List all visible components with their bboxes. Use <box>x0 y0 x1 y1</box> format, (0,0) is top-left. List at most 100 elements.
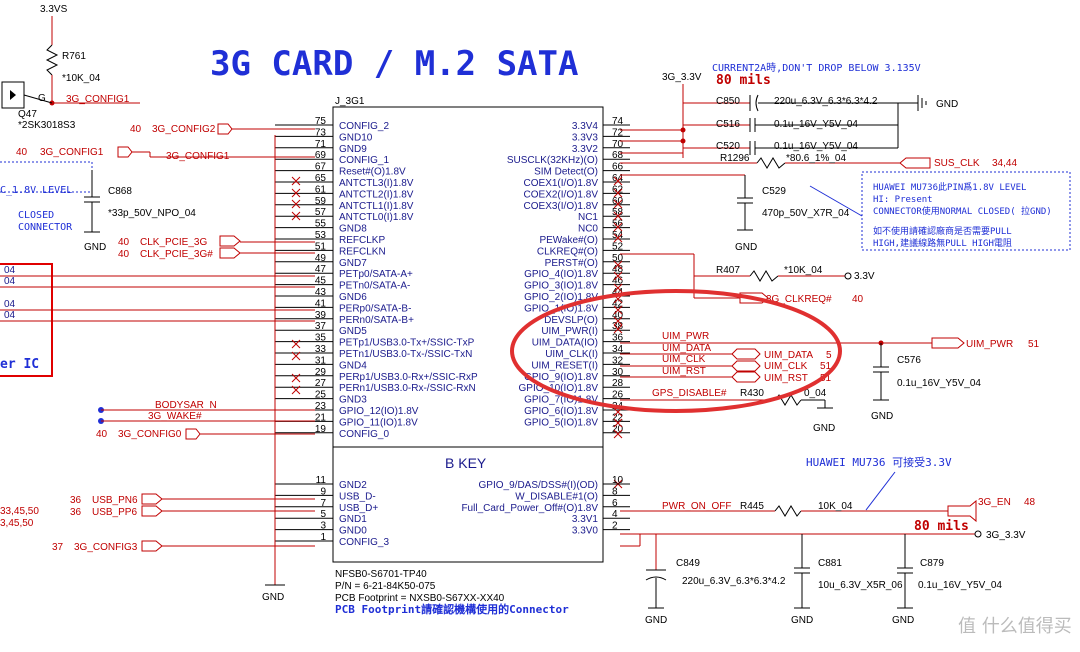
pin-name: GND8 <box>339 224 367 235</box>
footprint-note: PCB Footprint請確認機構使用的Connector <box>335 602 569 616</box>
connector-pn: P/N = 6-21-84K50-075 <box>335 581 436 592</box>
net-3g-clkreq: 3G_CLKREQ# <box>766 294 832 305</box>
gnd-label: GND <box>735 242 757 253</box>
c520-val: 0.1u_16V_Y5V_04 <box>774 141 858 152</box>
no-connect-icon <box>613 199 623 209</box>
pin-name: CONFIG_3 <box>339 537 389 548</box>
net-clk-pcie-3g: CLK_PCIE_3G <box>140 237 207 248</box>
pin-name: SUSCLK(32KHz)(O) <box>507 155 598 166</box>
pin-name: DEVSLP(O) <box>544 315 598 326</box>
net-3g-config3: 3G_CONFIG3 <box>74 542 138 553</box>
pin-name: GPIO_5(IO)1.8V <box>524 417 598 428</box>
c881-ref: C881 <box>818 558 842 569</box>
pin-name: GPIO_3(IO)1.8V <box>524 281 598 292</box>
pin-number: 50 <box>612 253 624 264</box>
huawei-note-line: 如不使用請確認廠商是否需要PULL <box>873 225 1012 237</box>
pin-number: 23 <box>315 401 327 412</box>
pin-number: 5 <box>320 509 326 520</box>
page-ref-clkp: 40 <box>118 237 130 248</box>
c520-ref: C520 <box>716 141 740 152</box>
no-connect-icon <box>291 211 301 221</box>
pin-name: GPIO_12(IO)1.8V <box>339 406 419 417</box>
left-04-a: 04 <box>4 265 16 276</box>
page-ref-config2: 40 <box>130 124 142 135</box>
pin-number: 59 <box>315 196 327 207</box>
pin-number: 73 <box>315 127 327 138</box>
pin-number: 62 <box>612 184 624 195</box>
pin-number: 75 <box>315 116 327 127</box>
no-connect-icon <box>613 429 623 439</box>
net-pwr-on-off: PWR_ON_OFF <box>662 501 731 512</box>
pin-number: 53 <box>315 230 327 241</box>
net-bodysar: BODYSAR_N <box>155 400 217 411</box>
pin-number: 2 <box>612 521 618 532</box>
pin-name: UIM_DATA(IO) <box>532 338 598 349</box>
page-ref-config3: 37 <box>52 542 64 553</box>
pin-number: 47 <box>315 264 327 275</box>
no-connect-icon <box>291 385 301 395</box>
no-connect-icon <box>291 188 301 198</box>
pin-number: 29 <box>315 367 327 378</box>
junction-dot <box>680 127 686 133</box>
pin-name: GND9 <box>339 144 367 155</box>
page-ref-left-b: 3,45,50 <box>0 518 34 529</box>
pin-number: 8 <box>612 486 618 497</box>
offpage-connector-icon <box>141 493 163 505</box>
net-uim-data: UIM_DATA <box>662 343 711 354</box>
pin-name: Reset#(O)1.8V <box>339 167 406 178</box>
c850-val: 220u_6.3V_6.3*6.3*4.2 <box>774 96 878 107</box>
huawei-3v3-note: HUAWEI MU736 可接受3.3V <box>806 456 952 469</box>
r1296-ref: R1296 <box>720 153 750 164</box>
net-uim-rst-out: UIM_RST <box>764 373 808 384</box>
q47-val: *2SK3018S3 <box>18 120 76 131</box>
q47-ref: Q47 <box>18 109 37 120</box>
pin-number: 44 <box>612 287 624 298</box>
pin-name: NC1 <box>578 212 598 223</box>
no-connect-icon <box>613 260 623 270</box>
pin-name: ANTCTL0(I)1.8V <box>339 212 414 223</box>
pin-number: 25 <box>315 390 327 401</box>
r445-resistor <box>774 505 802 517</box>
pin-name: GPIO_2(IO)1.8V <box>524 292 598 303</box>
pin-number: 6 <box>612 498 618 509</box>
ic-red-box <box>0 263 53 377</box>
no-connect-icon <box>613 176 623 186</box>
pin-name: PETp0/SATA-A+ <box>339 269 413 280</box>
page-ref-config0: 40 <box>96 429 108 440</box>
pin-name: CONFIG_0 <box>339 429 389 440</box>
r430-resistor <box>774 394 802 406</box>
no-connect-icon <box>613 305 623 315</box>
bidir-connector-icon <box>731 348 761 360</box>
pin-name: CLKREQ#(O) <box>537 246 598 257</box>
pin-number: 58 <box>612 207 624 218</box>
bidir-connector-icon <box>731 360 761 372</box>
page-ref-uim-data: 5 <box>826 350 832 361</box>
r445-val: 10K_04 <box>818 501 853 512</box>
connector-label: CONNECTOR <box>18 222 73 233</box>
huawei-note-line: CONNECTOR使用NORMAL CLOSED( 拉GND) <box>873 205 1052 217</box>
pin-number: 34 <box>612 344 624 355</box>
pin-name: GPIO_9/DAS/DSS#(I)(OD) <box>479 480 598 491</box>
no-connect-icon <box>613 222 623 232</box>
r761-ref: R761 <box>62 51 86 62</box>
no-connect-icon <box>613 283 623 293</box>
pin-number: 36 <box>612 333 624 344</box>
page-ref-uim-rst: 51 <box>820 373 832 384</box>
net-3g-3v3-top: 3G_3.3V <box>662 72 702 83</box>
pin-number: 7 <box>320 498 326 509</box>
no-connect-icon <box>613 188 623 198</box>
r445-ref: R445 <box>740 501 764 512</box>
note-pointer-line <box>809 185 863 217</box>
pin-number: 3 <box>320 521 326 532</box>
pin-name: CONFIG_2 <box>339 121 389 132</box>
huawei-note-line: HUAWEI MU736此PIN爲1.8V LEVEL <box>873 181 1026 193</box>
pin-name: Full_Card_Power_Off#(O)1.8V <box>461 503 598 514</box>
net-uim-clk: UIM_CLK <box>662 354 706 365</box>
pin-number: 4 <box>612 509 618 520</box>
pin-number: 45 <box>315 276 327 287</box>
pin-number: 40 <box>612 310 624 321</box>
gnd-label: GND <box>936 99 958 110</box>
gnd-label: GND <box>791 615 813 626</box>
